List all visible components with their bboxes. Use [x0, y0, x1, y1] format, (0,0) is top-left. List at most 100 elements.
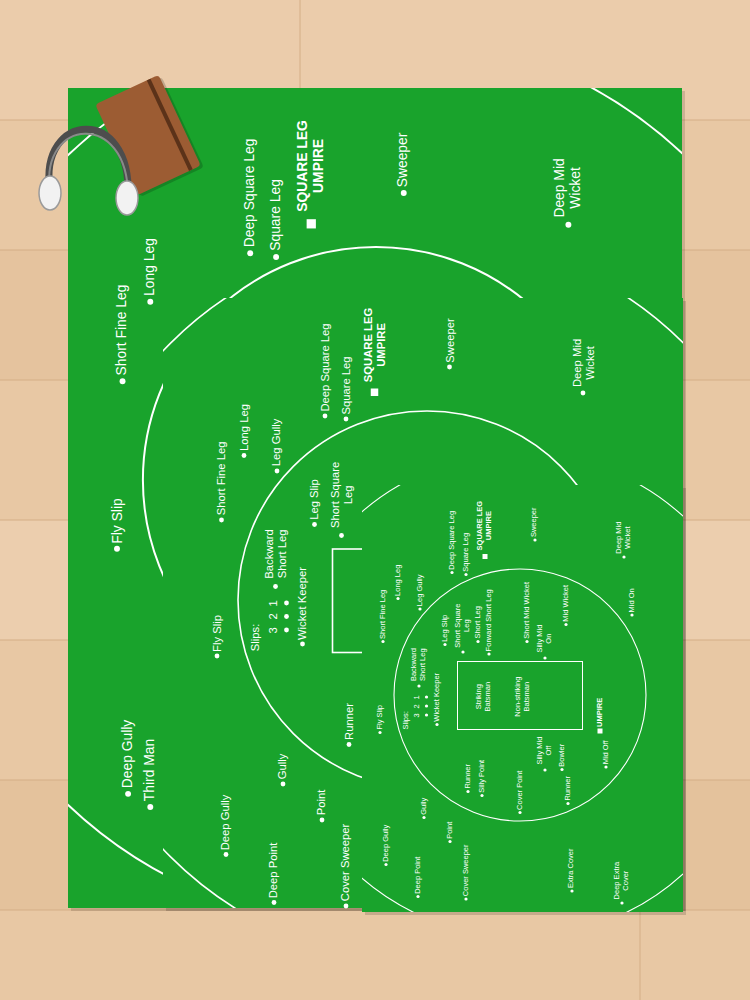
fielder-dot [461, 650, 464, 653]
fielding-position: Short Square Leg [454, 601, 471, 649]
slip-number: 1 [413, 695, 422, 699]
fielding-position: Deep Mid Wicket [615, 520, 632, 554]
umpire-label: SQUARE LEG UMPIRE [362, 304, 388, 385]
fielding-position: Deep Square Leg [448, 510, 457, 569]
fielder-dot [543, 768, 546, 771]
fielder-dot [518, 811, 521, 814]
batsman-label: Non-striking Batsman [514, 673, 531, 721]
fielder-dot [435, 723, 438, 726]
fielder-dot [560, 768, 563, 771]
fielding-position: Leg Gully [416, 574, 425, 606]
fielder-dot [425, 695, 428, 698]
field-lines [68, 88, 682, 908]
fielder-dot [417, 684, 420, 687]
fielder-dot [604, 765, 607, 768]
slip-number: 2 [413, 704, 422, 708]
fielder-dot [525, 640, 528, 643]
fielding-position: Deep Mid Wicket [570, 337, 596, 388]
fielder-dot [620, 901, 623, 904]
fielding-position: Fly Slip [375, 705, 384, 730]
slip-number: 1 [266, 600, 279, 606]
fielding-position: Leg Gully [270, 419, 283, 467]
fielding-position: Point [446, 821, 455, 838]
fielder-dot [120, 378, 126, 384]
fielder-dot [581, 391, 586, 396]
fielding-position: Fly Slip [210, 615, 223, 652]
boundary-circle [163, 298, 683, 908]
fielding-position: Gully [420, 797, 429, 814]
umpire-label: SQUARE LEG UMPIRE [476, 498, 493, 552]
fielding-position: Wicket Keeper [296, 566, 309, 639]
notebook-band [147, 79, 193, 171]
fielding-position: Sweeper [396, 133, 412, 188]
fielding-position: Long Leg [142, 238, 158, 296]
fielder-dot [125, 791, 131, 797]
fielder-dot [344, 904, 349, 909]
fielder-dot [320, 818, 325, 823]
fielding-position: Deep Gully [382, 824, 391, 861]
fielding-position: Deep Point [414, 856, 423, 893]
fielder-dot [147, 299, 153, 305]
fielder-dot [448, 840, 451, 843]
fielder-dot [242, 453, 247, 458]
fielder-dot [215, 654, 220, 659]
fielding-position: Cover Point [516, 770, 525, 809]
fielding-position: Long Leg [238, 404, 251, 451]
slip-number: 2 [266, 613, 279, 619]
fielding-position: Square Leg [462, 532, 471, 571]
fielder-dot [418, 607, 421, 610]
fielding-position: Short Fine Leg [115, 285, 131, 376]
umpire-square [307, 219, 316, 228]
fielder-dot [247, 250, 253, 256]
fielding-position: Short Fine Leg [379, 589, 388, 638]
fielder-dot [347, 742, 352, 747]
slips-heading: Slips: [402, 711, 411, 729]
fielder-dot [630, 613, 633, 616]
fielding-position: Mid Off [602, 740, 611, 764]
boundary-circle [68, 88, 682, 908]
fielder-dot [275, 469, 280, 474]
fielding-position: Deep Point [267, 842, 280, 898]
fielding-position: Runner [342, 703, 355, 740]
blanket-medium [64, 237, 750, 963]
fielder-dot [466, 790, 469, 793]
fielding-position: Backward Short Leg [410, 645, 427, 683]
umpire-square [483, 554, 488, 559]
fielding-position: Deep Square Leg [242, 139, 258, 248]
fielder-dot [543, 656, 546, 659]
fielding-position: Square Leg [268, 180, 284, 252]
fielder-dot [147, 804, 153, 810]
blanket-large [0, 32, 750, 927]
fielding-position: Deep Extra Cover [613, 860, 630, 900]
fielding-position: Extra Cover [567, 848, 576, 888]
blanket [362, 485, 683, 912]
slip-number: 3 [413, 713, 422, 717]
fielder-dot [443, 643, 446, 646]
fielding-position: Short Fine Leg [215, 442, 228, 516]
fielding-position: Deep Gully [120, 719, 136, 788]
fielder-dot [300, 642, 305, 647]
fielding-position: Sweeper [443, 318, 456, 362]
fielder-dot [564, 623, 567, 626]
fielding-position: Mid On [628, 588, 637, 612]
fielder-dot [622, 555, 625, 558]
fielder-dot [566, 802, 569, 805]
pitch-box: Striking BatsmanNon-striking Batsman [457, 661, 583, 730]
fielder-dot [464, 573, 467, 576]
fielder-dot [273, 584, 278, 589]
fielder-dots [378, 538, 633, 904]
headphones [39, 129, 138, 215]
fielding-position: Short Leg [473, 606, 482, 639]
fielder-dot [384, 863, 387, 866]
ear-cup [39, 176, 61, 210]
fielder-dot [281, 782, 286, 787]
fielding-position: Point [315, 790, 328, 816]
seam [640, 910, 641, 1000]
fielder-dot [284, 601, 289, 606]
slip-number: 3 [266, 627, 279, 633]
fielder-dot [114, 546, 120, 552]
fielder-dot [464, 897, 467, 900]
